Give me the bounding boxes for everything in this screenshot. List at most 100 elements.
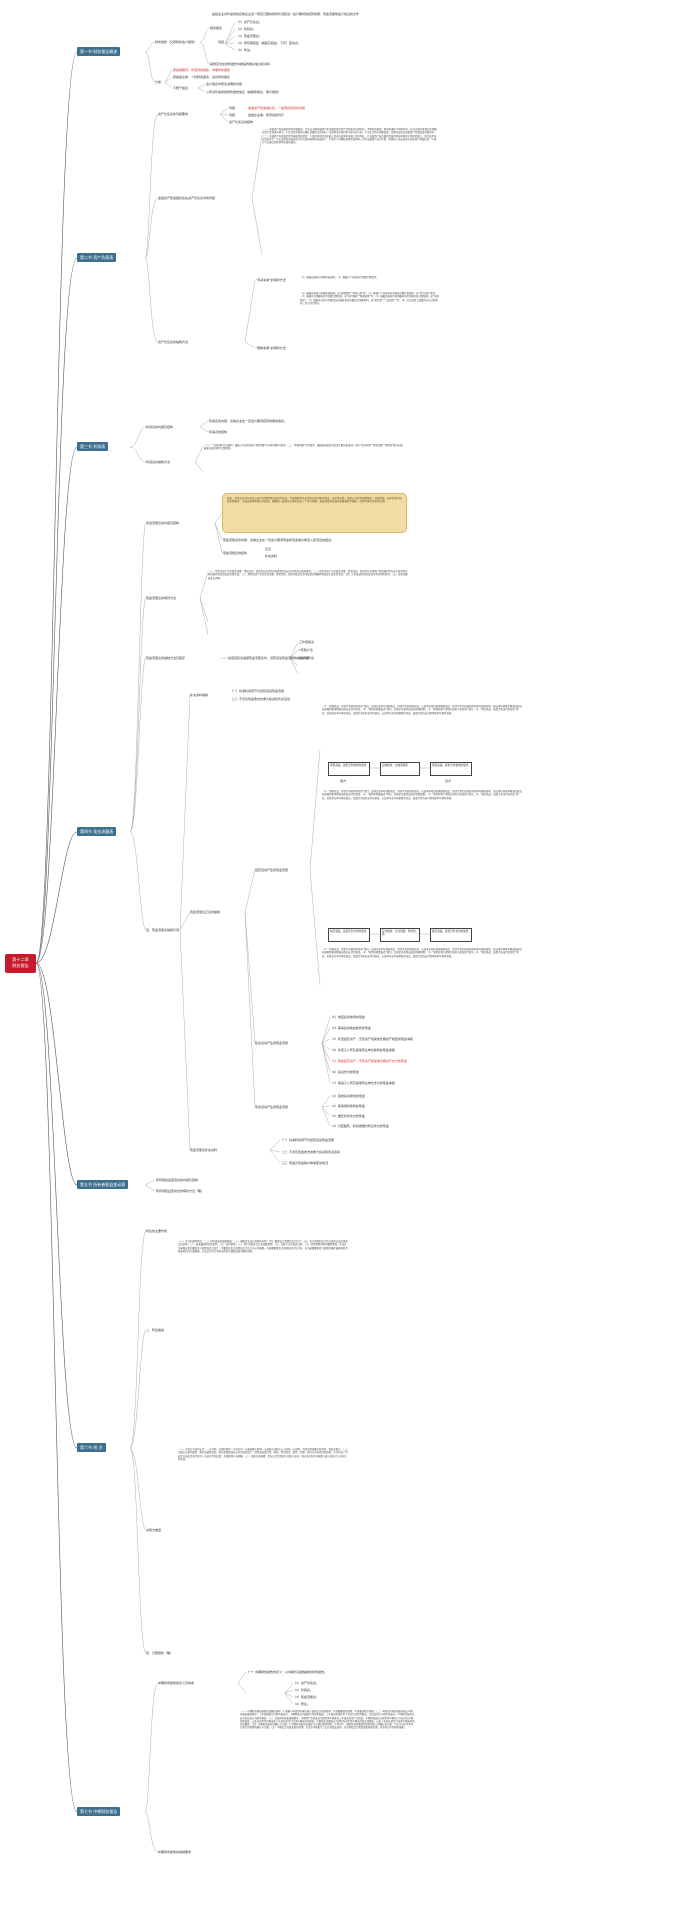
s3-b2[interactable]: 利润表的编制方法 (146, 460, 171, 464)
s4-b2[interactable]: 现金流量表的填列方法 (146, 596, 177, 600)
s2-b1a-text: 金融资产和金融负债，一般按其流动性列报 (248, 106, 306, 110)
s7-a[interactable]: 中期财务报告的定义及构成 (158, 1681, 195, 1685)
flow-box-3: 销售商品、提供劳务收到的现金 (430, 762, 472, 776)
s2-b1[interactable]: 资产负债表的列报要求 (158, 112, 189, 116)
inv-item-3: （3）处置固定资产、无形资产和其他长期资产收回的现金净额 (330, 1037, 413, 1041)
inv-item-4: （4）处置子公司及其他营业单位收到的现金净额 (330, 1048, 395, 1052)
s6-a[interactable]: 附注的主要作用 (146, 1229, 168, 1233)
s1-class-2: 按编报主体：个别财务报表、合并财务报表 (173, 75, 231, 79)
s4-b4c[interactable]: 现金流量表补充资料 (190, 1148, 218, 1152)
inv-item-6: （6）投资支付的现金 (330, 1070, 359, 1074)
s7-part-1: （1）资产负债表； (293, 1681, 319, 1685)
s2-b3-text1: （1）根据总账科目余额直接填列；（2）根据几个总账科目余额计算填列。 (300, 276, 379, 279)
s7-a-def: （一）中期财务报告的定义：以中期为基础编制的财务报告。 (246, 1670, 328, 1674)
s1-class-3a: 会计报表中附注说明的内容 (206, 82, 243, 86)
inv-item-1: （1）收回投资收到的现金 (330, 1015, 365, 1019)
section-7[interactable]: 第七节 中期财务报告 (77, 1807, 121, 1816)
s4-note: 现金，是指企业库存现金以及可以随时用于支付的存款，不能随时用于支付的存款不属于现… (222, 493, 407, 533)
s4-b4b2[interactable]: 投资活动产生的现金流量 (255, 1041, 289, 1045)
s1-item-4: （4）所有者权益（或股东权益，下同）变动表； (236, 41, 301, 45)
fin-item-4: （4）分配股利、利润或偿付利息支付的现金 (330, 1124, 389, 1128)
fin-item-3: （3）偿还债务支付的现金 (330, 1114, 365, 1118)
root-node[interactable]: 第十二章财务报告 (5, 954, 36, 973)
s4-b1a: 现金流量表的内容：反映企业在一定会计期间现金和现金等价物流入和流出的报表。 (223, 538, 335, 542)
s6-b[interactable]: 二、附注披露 (146, 1328, 165, 1332)
inv-item-2: （2）取得投资收益收到的现金 (330, 1026, 371, 1030)
s6-b-text: （一）企业的基本情况；（二）财务报表的编制基础；（三）遵循企业会计准则的声明；（… (178, 1240, 348, 1253)
s1-item-3: （3）现金流量表； (236, 34, 262, 38)
s1-item-2: （2）利润表； (236, 27, 256, 31)
s4-b4b[interactable]: 现金流量表正表的编制 (190, 910, 221, 914)
section-6[interactable]: 第六节 附 注 (77, 1443, 106, 1452)
fin-item-2: （2）取得借款收到的现金 (330, 1104, 365, 1108)
flow-box-5: 应付账款、应付票据、预付款项 (380, 928, 420, 942)
s4-b3[interactable]: 现金流量表的编制方法及程序 (146, 656, 186, 660)
inv-item-7: （7）取得子公司及其他营业单位支付的现金净额 (330, 1081, 395, 1085)
s7-part-3: （3）现金流量表； (293, 1695, 319, 1699)
fin-item-1: （1）吸收投资收到的现金 (330, 1094, 365, 1098)
s7-b[interactable]: 中期财务报告的编制要求 (158, 1850, 192, 1854)
inv-item-5: （5）购建固定资产、无形资产和其他长期资产支付的现金 (330, 1059, 407, 1063)
s3-b2-text: （一）"上期金额"栏的填列：根据上年度利润表"本期金额"栏内所列数字填列。（二）… (204, 444, 403, 451)
flow-box-1: 销售商品、提供劳务收到的现金 (328, 762, 370, 776)
flow-box-6: 购买商品、接受劳务支付的现金 (430, 928, 472, 942)
s1-top-note: 是指企业对外提供的反映企业某一特定日期的财务状况和某一会计期间的经营成果、现金流… (212, 12, 360, 16)
s6-d[interactable]: 四、分部报告（略） (146, 1651, 174, 1655)
s2-b3[interactable]: 资产负债表的编制方法 (158, 340, 189, 344)
s1-item-1: （1）资产负债表； (236, 20, 262, 24)
s4-b3a-item-1: 工作底稿法 (299, 640, 315, 644)
s5-b[interactable]: 所有者权益变动表的填列方法（略） (156, 1189, 205, 1193)
section-3[interactable]: 第三节 利润表 (77, 442, 109, 451)
s2-b3-text2: （1）根据总账科目余额直接填列，如"短期借款""资本公积"等；（2）根据几个总账… (300, 292, 439, 305)
section-1[interactable]: 第一节 财务报告概述 (77, 47, 121, 56)
s4-b4b3[interactable]: 筹资活动产生的现金流量 (255, 1105, 289, 1109)
s6-c-text: （一）关联方关系的认定：一方控制、共同控制另一方或对另一方施加重大影响，以及两方… (178, 1448, 348, 1461)
s4-b1[interactable]: 现金流量表的内容及结构 (146, 521, 180, 525)
s2-b2[interactable]: 金融资产和金融负债在资产负债表中的列报 (158, 196, 216, 200)
s2-b3a[interactable]: "年初余额"的填列方法 (256, 278, 286, 282)
s6-c[interactable]: 关联方披露 (146, 1528, 162, 1532)
s7-part-4: （4）附注。 (293, 1702, 310, 1706)
s1-item-5: （5）附注。 (236, 48, 253, 52)
section-5[interactable]: 第五节 所有者权益变动表 (77, 1180, 129, 1189)
s4-b4b1[interactable]: 经营活动产生的现金流量 (255, 868, 289, 872)
s4-b1b1: 正表 (265, 547, 272, 551)
s5-a[interactable]: 所有者权益变动表的内容及结构 (156, 1178, 199, 1182)
s4-b3a-item-2: T形账户法 (299, 648, 313, 652)
s1-class-1: 按编报期间：年度财务报告、中期财务报告 (173, 68, 231, 72)
root-line1: 第十二章 (12, 957, 29, 962)
s1-include[interactable]: 包括 (218, 40, 225, 44)
s1-class-3b: 公司对外提供的财务报告信息（纳税申报表、审计报告） (206, 90, 282, 94)
s2-b1b: 列报 (229, 113, 236, 117)
s4-b2-text: （一）经营活动产生的现金流量：经营活动，是指企业投资活动和筹资活动以外的所有交易… (208, 570, 408, 580)
section-4[interactable]: 第四节 现金流量表 (77, 827, 117, 836)
s4-b4[interactable]: 四、现金流量表编制示例 (146, 928, 180, 932)
s1-class[interactable]: 分类 (155, 80, 162, 84)
s1-bottom-note: 其他应当在财务报告中披露的相关信息和资料 (210, 62, 271, 66)
s4-b1b2: 补充资料 (265, 554, 278, 558)
s4-b3a: 采用直接法编报现金流量表时，经营活动现金流量的编制方法 (228, 656, 310, 660)
s3-b1a: 利润表的内容：反映企业在一定会计期间经营成果的报表。 (209, 419, 288, 423)
s1-concept[interactable]: 财务报告（又称财务会计报告） (155, 40, 198, 44)
s2-b3b[interactable]: "期末余额"的填列方法 (256, 346, 286, 350)
sup-1: （一）将净利润调节为经营活动现金流量 (280, 1138, 335, 1142)
flow-box-4: 购买商品、接受劳务支付的现金 (328, 928, 370, 942)
s2-b1b-text: 金融企业等：按流动性列示 (248, 113, 285, 117)
s4-long-text-2: （1）"销售商品、提供劳务收到的现金"项目，反映企业本年销售商品、提供劳务收到的… (322, 790, 522, 800)
s1-class-3[interactable]: 不属于报表 (173, 86, 189, 90)
sup-2: （二）不涉及现金收支的重大投资和筹资活动 (280, 1150, 341, 1154)
s4-long-text-3: （1）"销售商品、提供劳务收到的现金"项目，反映企业本年销售商品、提供劳务收到的… (322, 948, 522, 958)
s4-b1b[interactable]: 现金流量表的结构 (223, 551, 248, 555)
flow-label-b: 贷方 (445, 779, 452, 783)
s2-b1c: 资产负债表的结构 (229, 120, 254, 124)
root-line2: 财务报告 (12, 963, 29, 968)
s3-b1[interactable]: 利润表的内容及结构 (146, 425, 174, 429)
s4-b4a2: （二）不涉及现金收支的重大投资和筹资活动 (230, 697, 291, 701)
s4-b4a[interactable]: 补充资料编制 (190, 693, 209, 697)
section-2[interactable]: 第二节 资产负债表 (77, 253, 117, 262)
s4-long-text: （1）"销售商品、提供劳务收到的现金"项目，反映企业本年销售商品、提供劳务收到的… (322, 705, 522, 715)
flow-box-2: 应收账款、应收票据等 (380, 762, 420, 776)
s1-fin-statements[interactable]: 财务报表 (210, 26, 223, 30)
sup-3: （三）现金及现金等价物净变动情况 (280, 1161, 329, 1165)
